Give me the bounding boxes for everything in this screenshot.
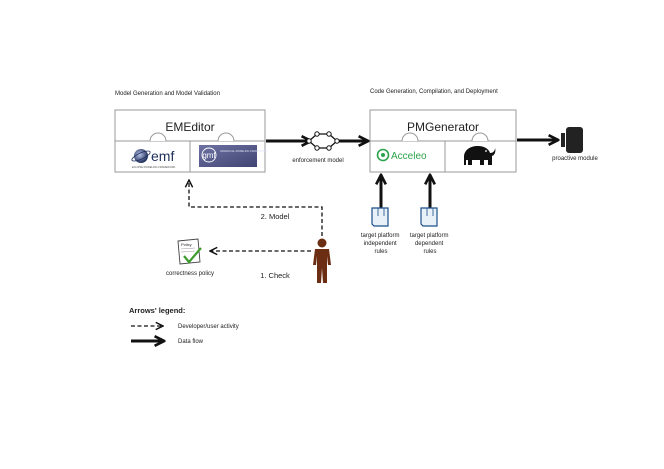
correctness-policy-label: correctness policy [166, 271, 214, 277]
proactive-module-label: proactive module [552, 156, 598, 162]
emf-logo-text: emf [151, 148, 174, 164]
gmf-logo-subtext: GRAPHICAL MODELING FRAMEWORK [220, 149, 268, 153]
check-step-label: 1. Check [260, 271, 290, 280]
enforcement-model-label: enforcement model [292, 158, 343, 164]
legend-title: Arrows' legend: [129, 306, 185, 315]
dependent-rules-document-icon [420, 207, 438, 227]
correctness-policy-icon: Policy [177, 238, 202, 265]
emf-logo: emf ECLIPSE MODELING FRAMEWORK [131, 148, 176, 169]
legend-dashed-label: Developer/user activity [178, 324, 239, 330]
arrows-legend: Arrows' legend: Developer/user activity … [129, 306, 239, 345]
emf-logo-subtext: ECLIPSE MODELING FRAMEWORK [132, 165, 176, 169]
gradle-elephant-icon [464, 146, 496, 165]
proactive-module-icon [561, 127, 583, 153]
legend-solid-label: Data flow [178, 339, 204, 345]
dependent-rules-label: target platform dependent rules [410, 233, 450, 255]
gmf-logo-text: gmf [202, 151, 216, 160]
gmf-logo: gmf GRAPHICAL MODELING FRAMEWORK [199, 145, 268, 167]
acceleo-logo-text: Acceleo [391, 151, 427, 162]
left-section-title: Model Generation and Model Validation [115, 91, 220, 97]
pmgenerator-box: PMGenerator Acceleo [369, 109, 517, 173]
arrow-model-activity [189, 180, 323, 236]
emeditor-title: EMEditor [165, 120, 214, 134]
acceleo-logo: Acceleo [376, 148, 427, 162]
model-step-label: 2. Model [261, 212, 290, 221]
independent-rules-label: target platform independent rules [361, 233, 401, 255]
independent-rules-document-icon [371, 207, 389, 227]
policy-document-text: Policy [181, 242, 192, 247]
pmgenerator-title: PMGenerator [407, 120, 479, 134]
developer-person-icon [313, 238, 331, 283]
enforcement-model-icon [306, 131, 340, 151]
right-section-title: Code Generation, Compilation, and Deploy… [370, 89, 498, 95]
emeditor-box: EMEditor emf ECLIPSE MODELING FRAMEWORK … [114, 109, 268, 173]
